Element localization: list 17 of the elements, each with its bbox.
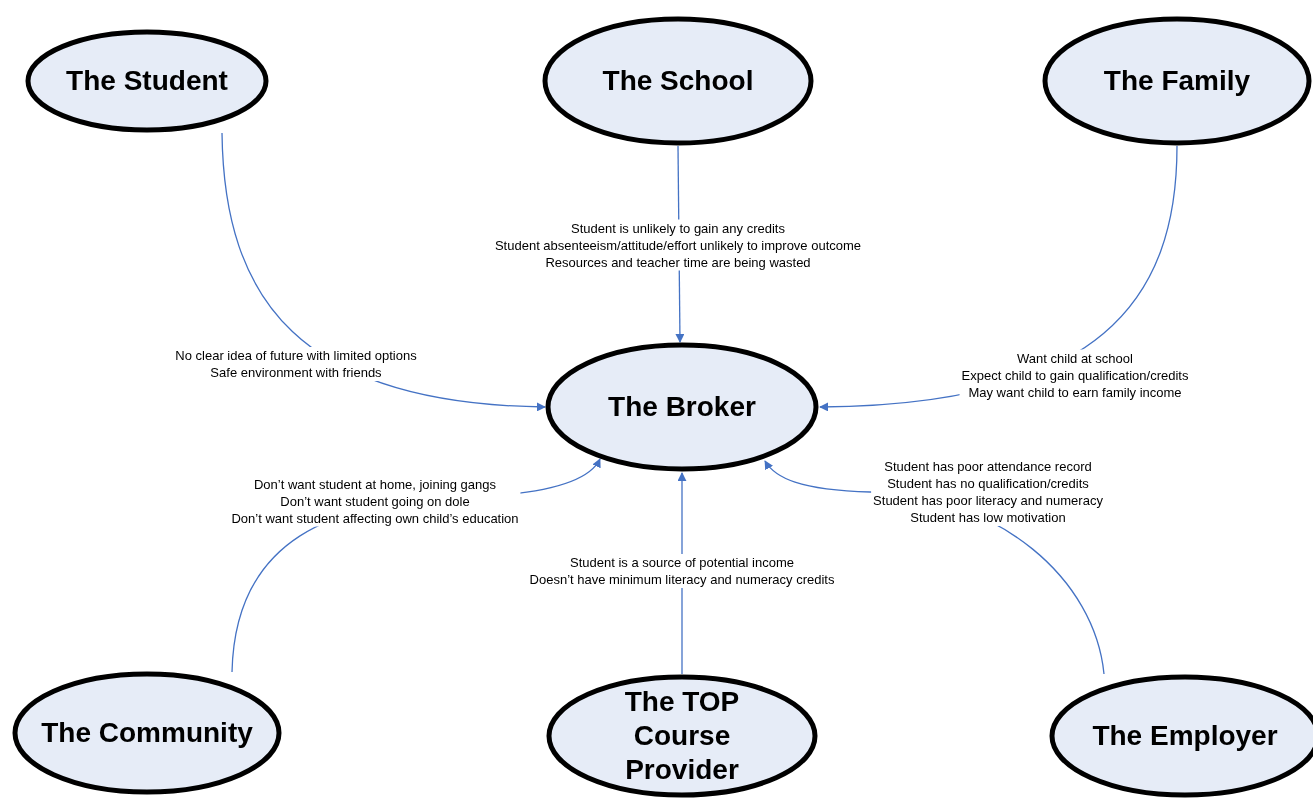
node-label: The Employer bbox=[1092, 719, 1278, 753]
edge-label: Student is a source of potential income Doesn’t have minimum literacy and numeracy credits bbox=[527, 554, 837, 588]
oval-node bbox=[546, 674, 818, 798]
edge-label: Student is unlikely to gain any credits Student absenteeism/attitude/effort unlikely to improve outcome Resources and teacher time are being wasted bbox=[492, 219, 864, 271]
oval-node bbox=[542, 16, 814, 146]
oval-node bbox=[545, 342, 819, 472]
node-label: The Family bbox=[1103, 64, 1251, 98]
oval-node bbox=[25, 29, 269, 133]
node-label: The Broker bbox=[608, 390, 756, 424]
oval-node bbox=[12, 671, 282, 795]
oval-node bbox=[1042, 16, 1312, 146]
node-label: The TOP Course Provider bbox=[623, 685, 741, 787]
edge-label: Want child at school Expect child to gain qualification/credits May want child to earn family income bbox=[959, 349, 1191, 401]
node-label: The Community bbox=[41, 716, 253, 750]
edge-label: No clear idea of future with limited options Safe environment with friends bbox=[173, 347, 419, 381]
node-label: The Student bbox=[66, 64, 228, 98]
node-label: The School bbox=[602, 64, 754, 98]
